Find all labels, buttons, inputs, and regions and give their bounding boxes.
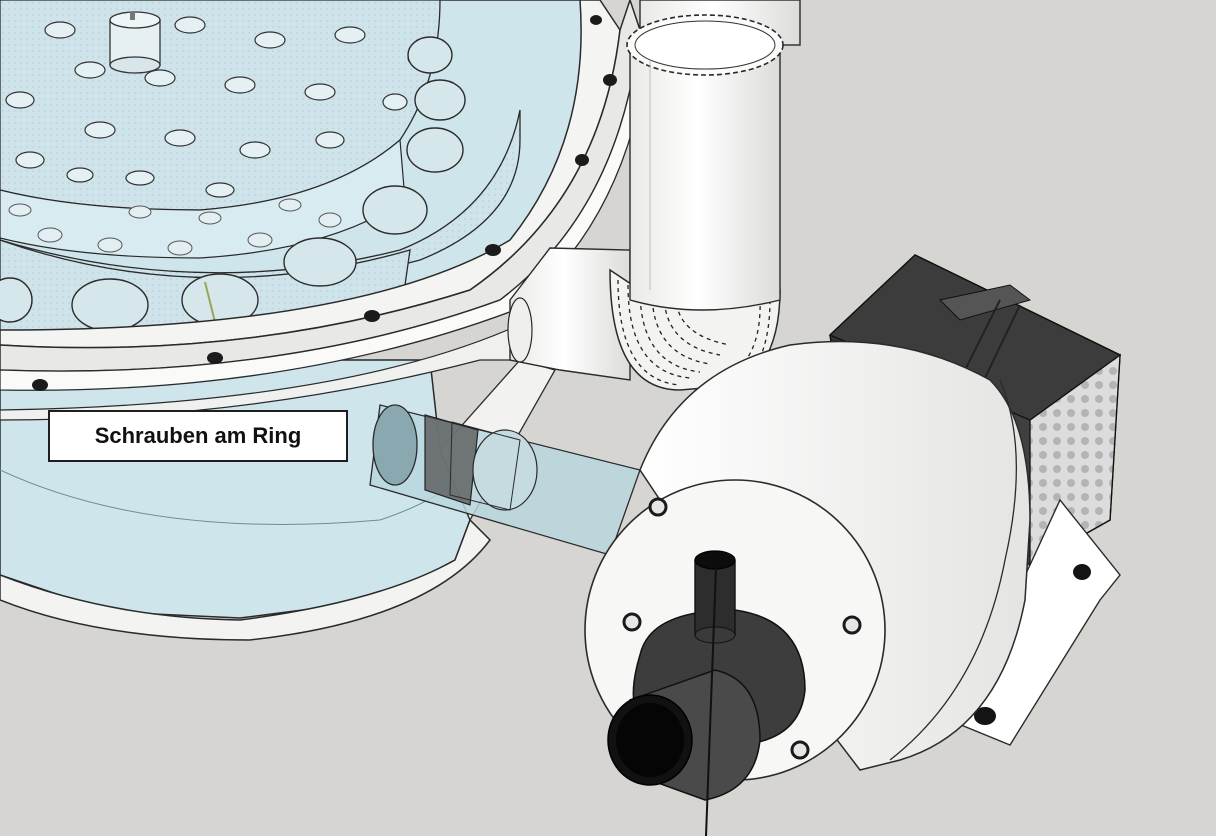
leader-line bbox=[705, 567, 717, 836]
connection-pipe bbox=[369, 404, 641, 556]
motor-block bbox=[828, 254, 1122, 567]
outlet-nozzle bbox=[607, 550, 806, 801]
annotation-label: Schrauben am Ring bbox=[48, 410, 348, 462]
vertical-pipe bbox=[626, 0, 801, 311]
